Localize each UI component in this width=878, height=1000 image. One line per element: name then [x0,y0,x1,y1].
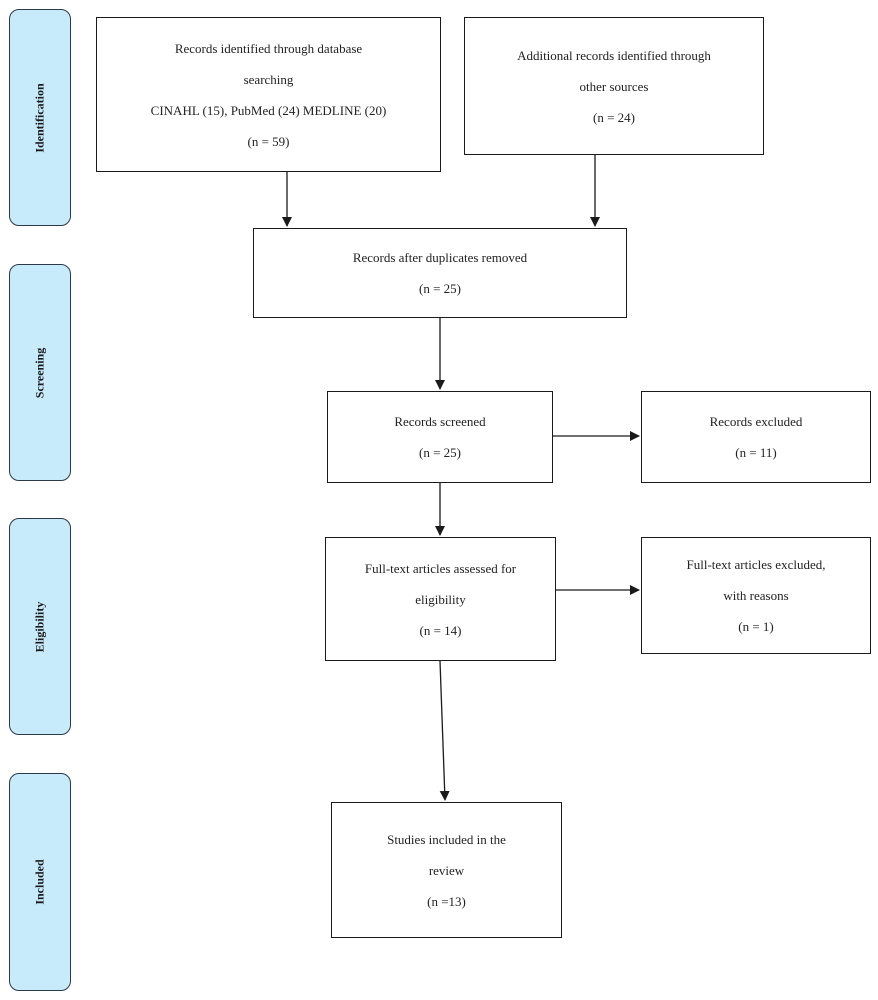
fulltext-assessed-count: (n = 14) [419,622,462,638]
box-other-sources: Additional records identified through ot… [464,17,764,155]
fulltext-excluded-line1: Full-text articles excluded, [686,557,826,572]
other-sources-line2: other sources [579,78,649,94]
studies-included-line1: Studies included in the [387,831,506,847]
box-duplicates-removed: Records after duplicates removed (n = 25… [253,228,627,318]
box-records-screened: Records screened (n = 25) [327,391,553,483]
stage-identification-label: Identification [32,82,47,153]
stage-included: Included [9,773,71,991]
database-search-count: (n = 59) [247,133,290,149]
duplicates-removed-line1: Records after duplicates removed [352,250,528,265]
stage-screening: Screening [9,264,71,481]
box-studies-included: Studies included in the review (n =13) [331,802,562,938]
fulltext-excluded-line2: with reasons [723,588,789,603]
records-screened-line1: Records screened [394,414,486,429]
records-excluded-line1: Records excluded [709,414,803,429]
database-search-line3: CINAHL (15), PubMed (24) MEDLINE (20) [150,102,387,118]
other-sources-line1: Additional records identified through [517,47,711,63]
records-screened-count: (n = 25) [419,445,461,460]
box-records-excluded: Records excluded (n = 11) [641,391,871,483]
database-search-line2: searching [243,71,294,87]
box-database-search: Records identified through database sear… [96,17,441,172]
stage-included-label: Included [32,859,47,905]
duplicates-removed-count: (n = 25) [419,281,461,296]
studies-included-line2: review [428,862,465,878]
studies-included-count: (n =13) [427,893,466,909]
stage-screening-label: Screening [32,347,47,398]
box-fulltext-excluded: Full-text articles excluded, with reason… [641,537,871,654]
stage-identification: Identification [9,9,71,226]
arrow-fulltext-to-included [439,660,450,801]
stage-eligibility-label: Eligibility [32,601,47,652]
other-sources-count: (n = 24) [593,109,635,125]
fulltext-excluded-count: (n = 1) [738,619,774,634]
database-search-line1: Records identified through database [174,40,363,56]
records-excluded-count: (n = 11) [735,445,777,460]
fulltext-assessed-line2: eligibility [415,591,466,607]
stage-eligibility: Eligibility [9,518,71,735]
box-fulltext-assessed: Full-text articles assessed for eligibil… [325,537,556,661]
fulltext-assessed-line1: Full-text articles assessed for [364,560,517,576]
